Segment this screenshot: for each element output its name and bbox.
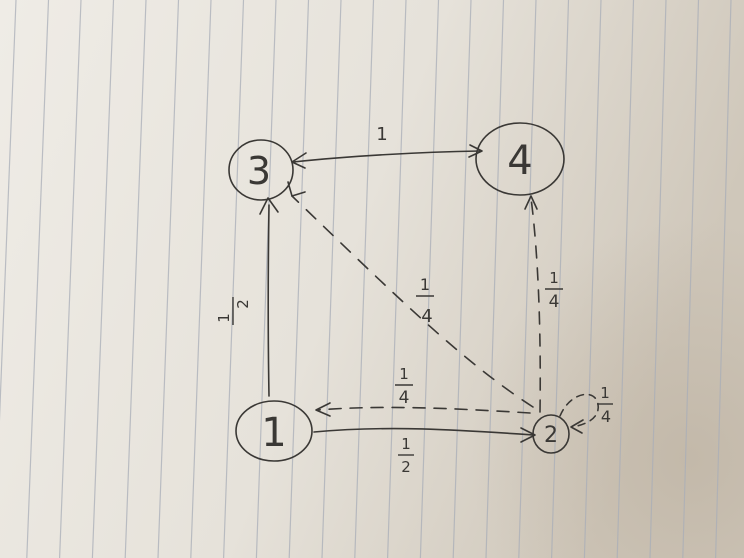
ruled-line [190,0,212,558]
ruled-line [518,0,537,558]
ruled-line [387,0,407,558]
edge-2-to-1 [317,406,531,414]
arrowhead-2-to-3 [287,181,306,197]
label-2-4-num: 1 [549,269,559,287]
edge-1-to-3 [267,204,270,397]
ruled-line [288,0,310,558]
label-1-3-den: 2 [234,299,252,309]
label-1-2: 1 2 [398,435,414,476]
ruled-line [485,0,505,558]
ruled-line [59,0,82,558]
ruled-line [616,0,635,558]
ruled-line [321,0,342,558]
arrowhead-3-to-4 [468,144,483,158]
ruled-line [551,0,570,558]
label-1-2-den: 2 [401,458,411,476]
label-2-1-num: 1 [399,365,409,383]
ruled-line [583,0,602,558]
arrowhead-1-to-3 [259,197,279,215]
node-4-circle [475,122,565,196]
node-2-label: 2 [544,423,558,448]
label-2-2: 1 4 [597,384,613,426]
label-2-3-den: 4 [421,306,432,327]
edge-2-to-4 [530,197,542,413]
ruled-line [419,0,440,558]
node-1-circle [235,400,313,462]
ruled-line [354,0,375,558]
label-2-2-den: 4 [601,407,611,426]
label-2-3: 1 4 [416,275,434,327]
ruled-line [0,0,17,422]
node-1-label: 1 [261,410,286,456]
label-3-4: 1 [376,124,387,145]
ruled-line [649,0,667,558]
label-1-3: 1 2 [215,297,252,325]
ruled-line [124,0,147,558]
node-2-circle [532,414,570,454]
arrowhead-2-to-4 [524,195,538,210]
edge-1-to-2 [313,427,535,436]
ruled-line [255,0,277,558]
ruled-line [26,0,50,558]
label-2-2-num: 1 [600,384,610,402]
label-2-1-den: 4 [399,388,410,408]
ruled-line [682,0,700,558]
edge-2-to-3 [291,195,534,408]
edge-3-to-4 [292,150,481,163]
ruled-line [91,0,115,558]
ruled-line [157,0,180,558]
label-1-3-num: 1 [215,313,233,323]
ruled-line [715,0,732,558]
label-1-2-num: 1 [401,435,411,453]
label-2-4: 1 4 [545,269,563,312]
node-4-label: 4 [507,138,532,184]
node-3-circle [228,139,294,201]
arrowhead-1-to-2 [520,427,536,443]
label-2-4-den: 4 [549,292,560,312]
arrowhead-2-self-loop [570,419,584,434]
arrowhead-2-to-1 [315,402,331,417]
label-2-3-num: 1 [420,275,430,294]
ruled-line [452,0,472,558]
label-2-1: 1 4 [395,365,413,408]
ruled-line [223,0,245,558]
node-3-label: 3 [247,149,271,193]
